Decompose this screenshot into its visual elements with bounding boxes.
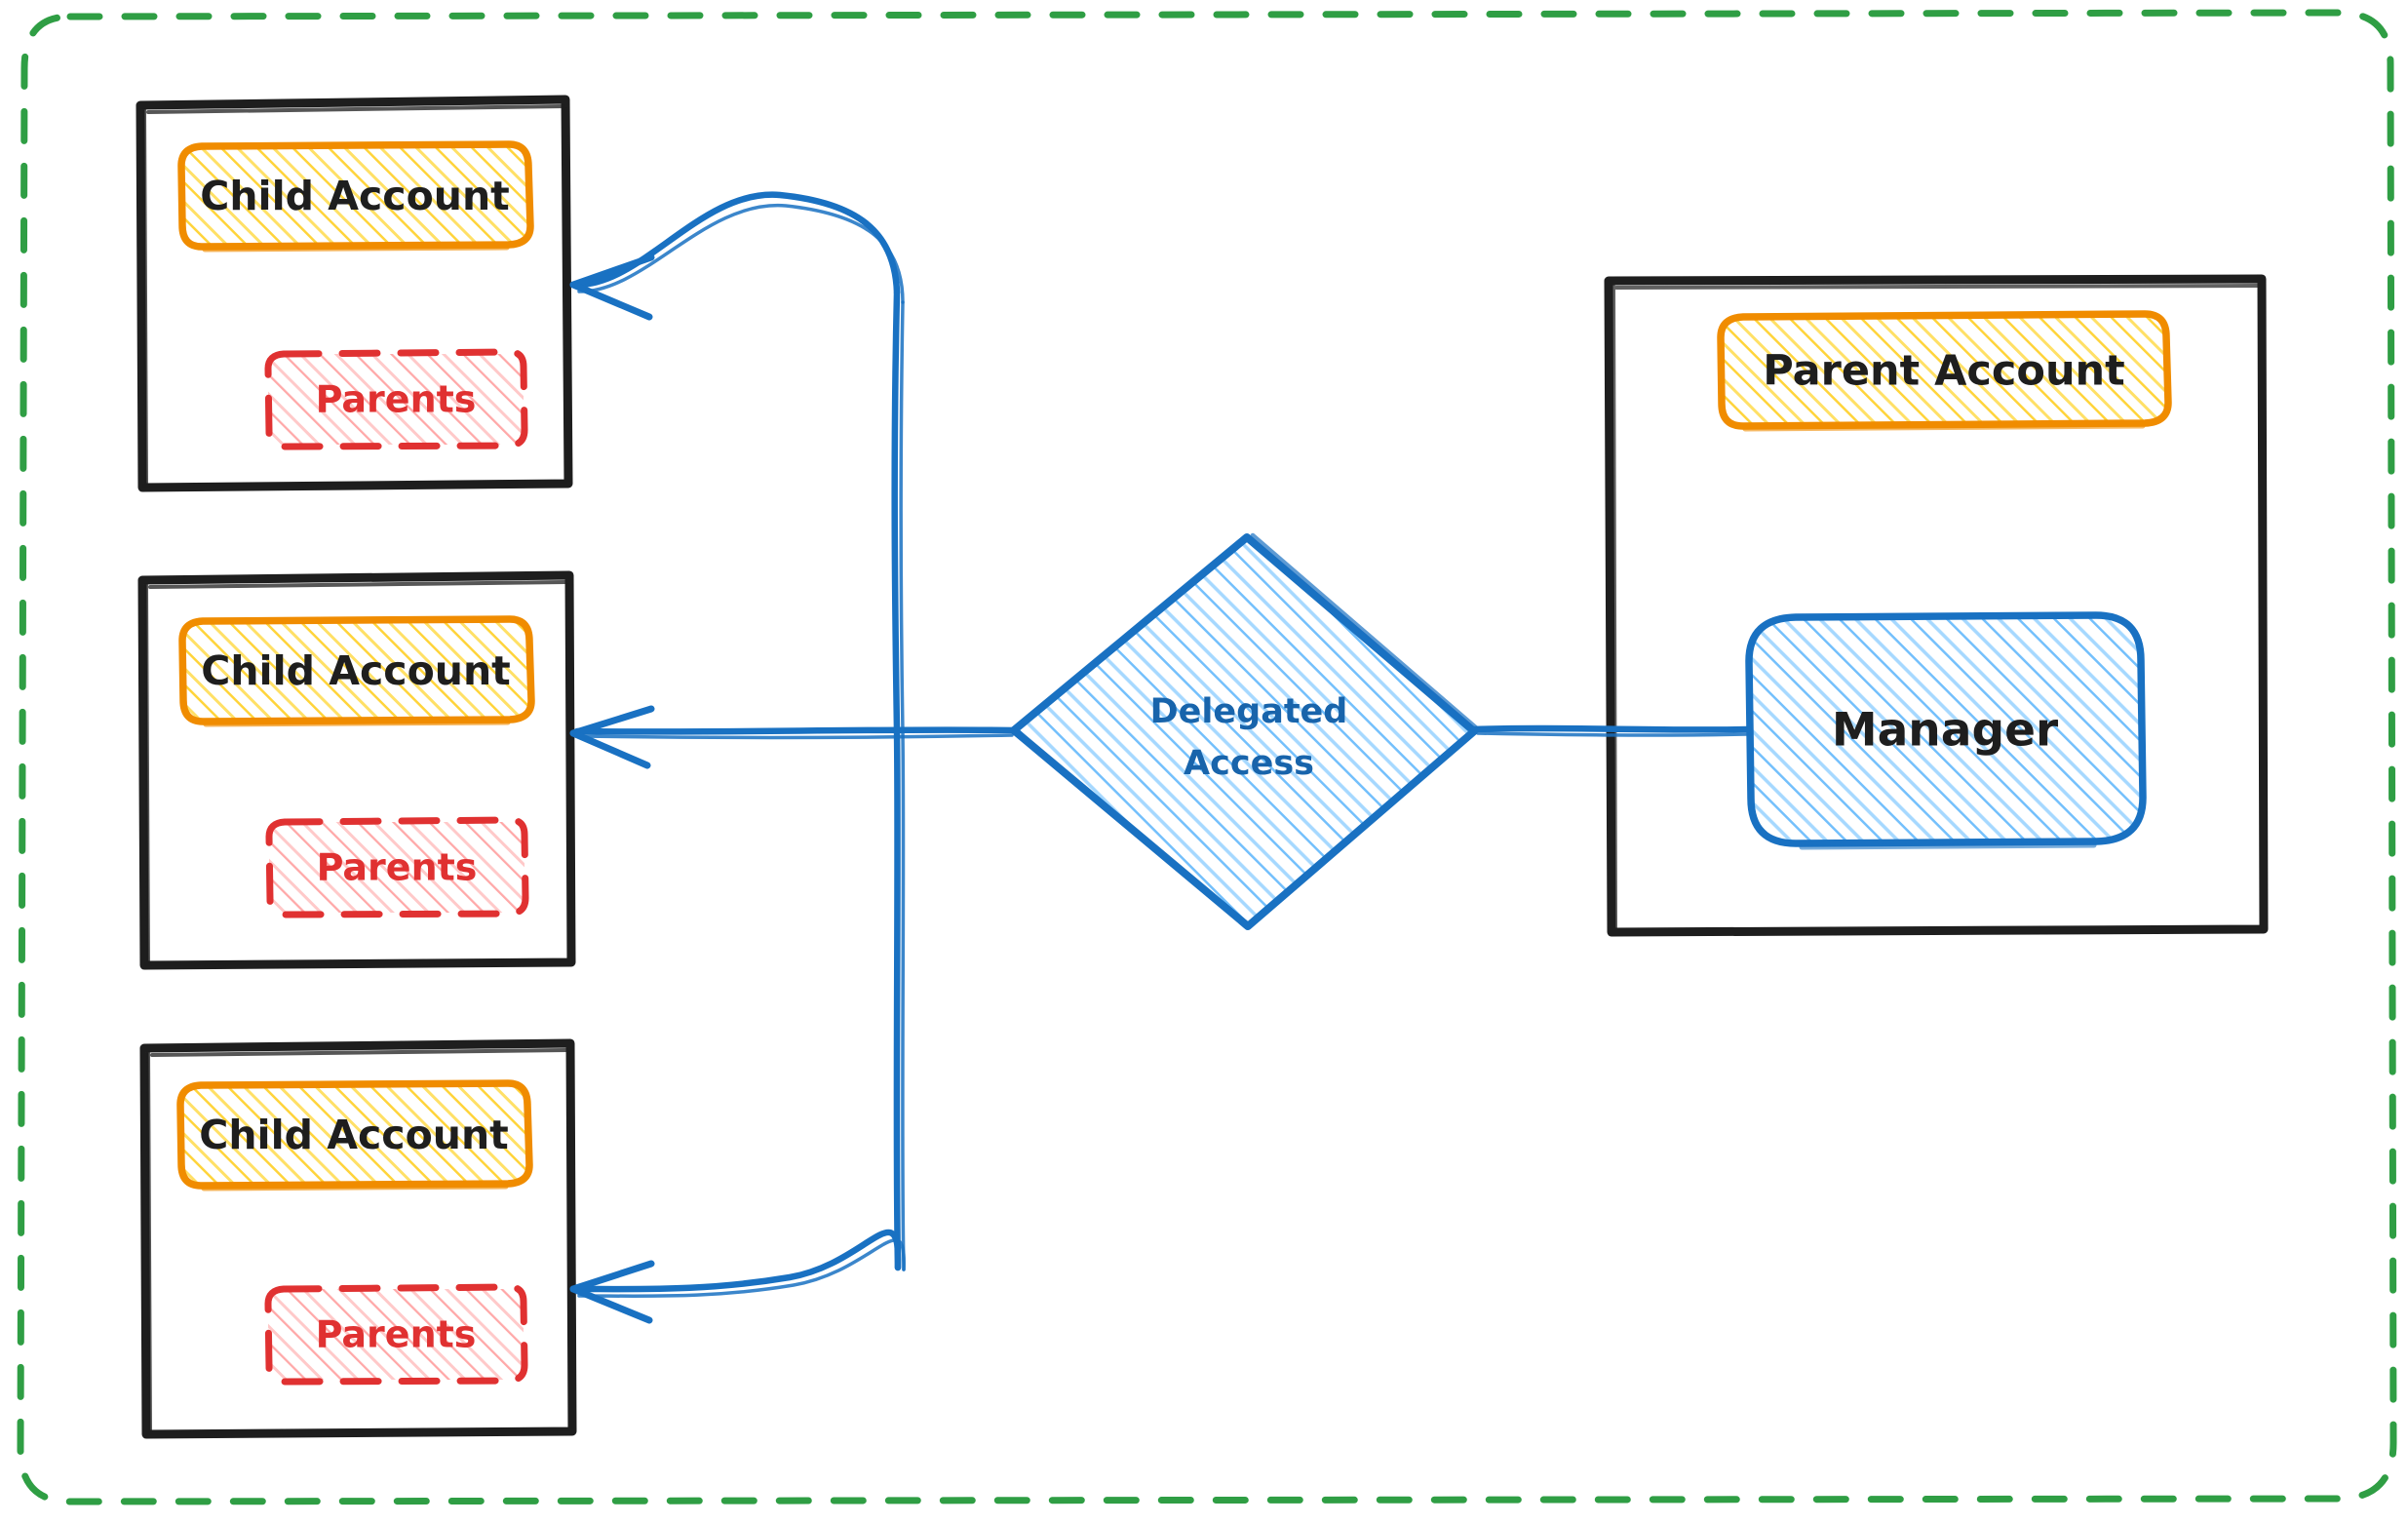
edge-delegated-to-child-3 (569, 1229, 906, 1324)
outer-boundary (17, 9, 2397, 1505)
manager-chip[interactable] (1745, 611, 2147, 850)
parent-account-label: Parent Account (1763, 347, 2124, 396)
edge-delegated-to-child-2 (569, 705, 1018, 769)
edge-delegated-to-child-1 (569, 191, 905, 321)
parent-account-chip[interactable] (1717, 310, 2172, 432)
child-account-chip-2[interactable] (178, 615, 535, 727)
parents-chip-1[interactable] (264, 348, 528, 450)
edge-manager-to-delegated (1470, 724, 1752, 737)
manager-label: Manager (1832, 704, 2059, 758)
edge-trunk-vertical (891, 289, 906, 1271)
parents-label-2: Parents (317, 846, 478, 889)
delegated-access-label-line1: Delegated (1150, 692, 1348, 731)
parents-label-1: Parents (316, 378, 477, 421)
child-account-chip-3[interactable] (176, 1079, 533, 1192)
delegated-access-label-line2: Access (1184, 744, 1314, 783)
child-account-label-1: Child Account (200, 173, 510, 219)
parents-label-3: Parents (316, 1313, 477, 1356)
child-account-chip-1[interactable] (177, 140, 534, 253)
parents-chip-3[interactable] (264, 1283, 528, 1386)
child-account-label-3: Child Account (199, 1112, 509, 1158)
child-account-label-2: Child Account (201, 647, 511, 694)
delegated-access-diamond[interactable] (1010, 532, 1481, 930)
parents-chip-2[interactable] (265, 816, 529, 918)
